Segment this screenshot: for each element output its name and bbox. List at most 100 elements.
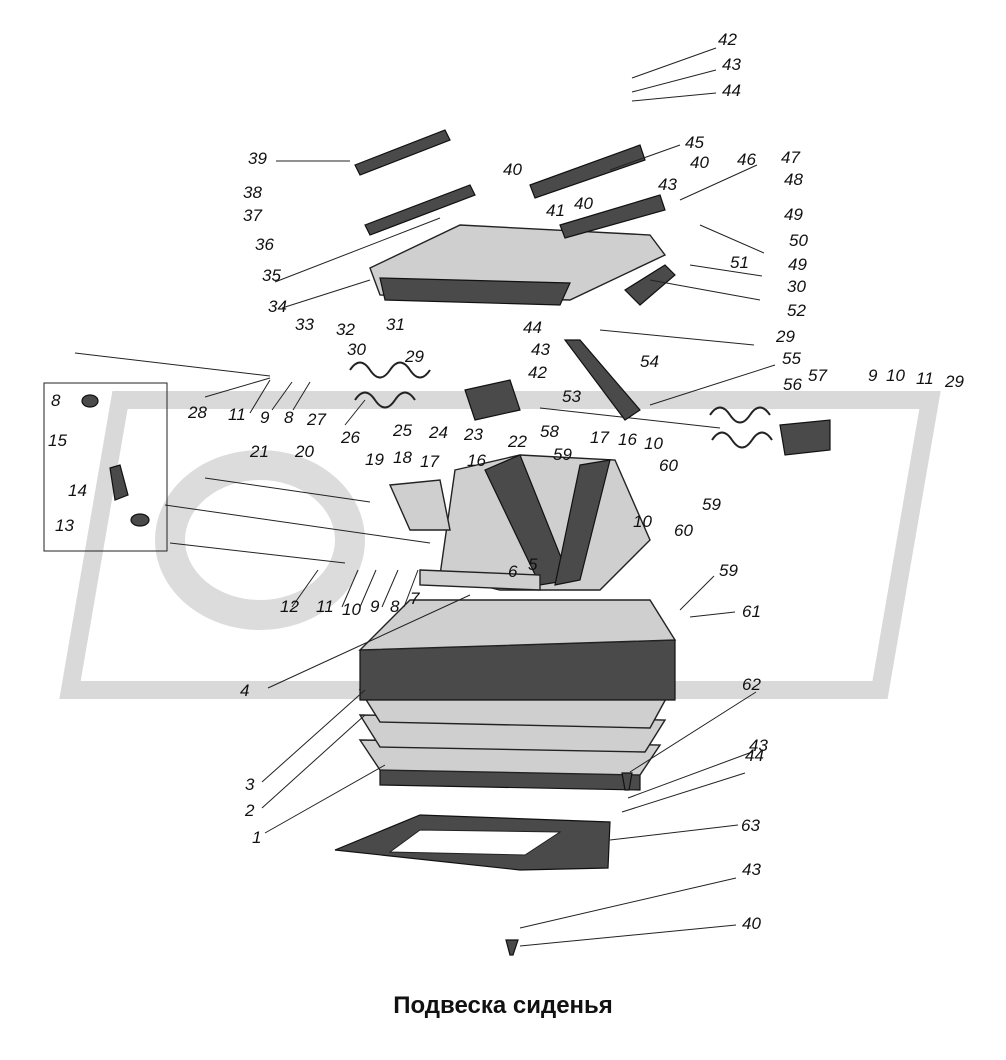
label-18: 18 [393, 448, 412, 467]
label-51: 51 [730, 253, 749, 272]
label-52: 52 [787, 301, 806, 320]
label-32: 32 [336, 320, 355, 339]
label-8: 8 [51, 391, 61, 410]
label-1: 1 [252, 828, 261, 847]
label-24: 24 [428, 423, 448, 442]
label-35: 35 [262, 266, 281, 285]
label-30: 30 [787, 277, 806, 296]
label-50: 50 [789, 231, 808, 250]
label-9: 9 [370, 597, 380, 616]
label-2: 2 [244, 801, 255, 820]
label-60: 60 [674, 521, 693, 540]
label-40: 40 [742, 914, 761, 933]
label-13: 13 [55, 516, 74, 535]
label-12: 12 [280, 597, 299, 616]
label-48: 48 [784, 170, 803, 189]
bolts [505, 772, 633, 956]
label-59: 59 [719, 561, 738, 580]
label-10: 10 [886, 366, 905, 385]
label-21: 21 [249, 442, 269, 461]
label-33: 33 [295, 315, 314, 334]
label-10: 10 [633, 512, 652, 531]
leader-lines [164, 47, 776, 947]
label-29: 29 [944, 372, 964, 391]
label-16: 16 [467, 451, 486, 470]
label-59: 59 [702, 495, 721, 514]
label-54: 54 [640, 352, 659, 371]
label-37: 37 [243, 206, 262, 225]
label-60: 60 [659, 456, 678, 475]
label-3: 3 [245, 775, 255, 794]
label-29: 29 [775, 327, 795, 346]
label-17: 17 [420, 452, 439, 471]
label-22: 22 [507, 432, 527, 451]
label-16: 16 [618, 430, 637, 449]
label-47: 47 [781, 148, 800, 167]
label-42: 42 [528, 363, 547, 382]
label-27: 27 [306, 410, 326, 429]
label-9: 9 [260, 408, 270, 427]
base-frames [358, 599, 677, 791]
label-49: 49 [784, 205, 803, 224]
rods-springs [74, 264, 831, 564]
label-17: 17 [590, 428, 609, 447]
label-11: 11 [316, 597, 334, 616]
label-20: 20 [294, 442, 314, 461]
label-38: 38 [243, 183, 262, 202]
label-58: 58 [540, 422, 559, 441]
label-61: 61 [742, 602, 761, 621]
label-62: 62 [742, 675, 761, 694]
upper-cushion [354, 129, 667, 306]
label-34: 34 [268, 297, 287, 316]
label-8: 8 [390, 597, 400, 616]
label-41: 41 [546, 201, 565, 220]
label-49: 49 [788, 255, 807, 274]
label-5: 5 [528, 555, 538, 574]
label-42: 42 [718, 30, 737, 49]
label-7: 7 [410, 589, 420, 608]
label-28: 28 [187, 403, 207, 422]
inset-parts [81, 394, 150, 527]
label-55: 55 [782, 349, 801, 368]
label-43: 43 [722, 55, 741, 74]
label-4: 4 [240, 681, 249, 700]
label-14: 14 [68, 481, 87, 500]
label-59: 59 [553, 445, 572, 464]
diagram-caption: Подвеска сиденья [393, 992, 613, 1019]
label-56: 56 [783, 375, 802, 394]
label-40: 40 [690, 153, 709, 172]
label-57: 57 [808, 366, 827, 385]
label-8: 8 [284, 408, 294, 427]
inset-frame [43, 382, 168, 552]
scissor-mechanism [388, 454, 651, 591]
label-45: 45 [685, 133, 704, 152]
label-53: 53 [562, 387, 581, 406]
label-43: 43 [749, 736, 768, 755]
label-44: 44 [722, 81, 741, 100]
label-43: 43 [531, 340, 550, 359]
label-39: 39 [248, 149, 267, 168]
label-40: 40 [574, 194, 593, 213]
label-36: 36 [255, 235, 274, 254]
label-30: 30 [347, 340, 366, 359]
label-26: 26 [340, 428, 360, 447]
label-63: 63 [741, 816, 760, 835]
label-44: 44 [745, 746, 764, 765]
label-10: 10 [644, 434, 663, 453]
label-43: 43 [658, 175, 677, 194]
label-11: 11 [228, 405, 246, 424]
label-10: 10 [342, 600, 361, 619]
label-31: 31 [386, 315, 405, 334]
label-46: 46 [737, 150, 756, 169]
label-19: 19 [365, 450, 384, 469]
label-29: 29 [404, 347, 424, 366]
label-11: 11 [916, 369, 934, 388]
label-9: 9 [868, 366, 878, 385]
label-25: 25 [392, 421, 412, 440]
label-40: 40 [503, 160, 522, 179]
label-15: 15 [48, 431, 67, 450]
label-6: 6 [508, 562, 518, 581]
label-43: 43 [742, 860, 761, 879]
label-23: 23 [463, 425, 483, 444]
